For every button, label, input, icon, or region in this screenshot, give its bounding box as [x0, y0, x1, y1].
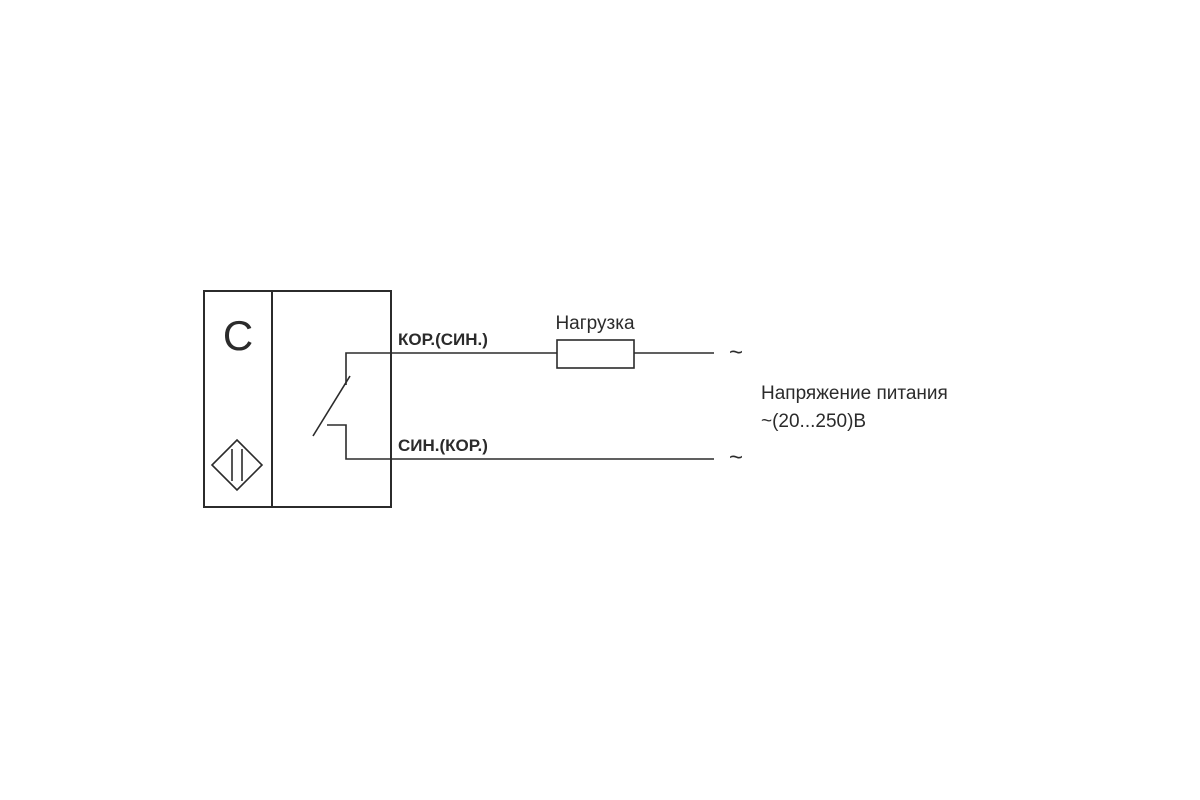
capacitive-sensor-icon	[210, 438, 264, 492]
top-wire-label: КОР.(СИН.)	[398, 330, 488, 349]
supply-terminal-bottom: ~	[729, 444, 743, 471]
bottom-wire-label: СИН.(КОР.)	[398, 436, 488, 455]
supply-voltage-line2: ~(20...250)В	[761, 411, 866, 432]
supply-voltage-line1: Напряжение питания	[761, 383, 948, 404]
supply-terminal-top: ~	[729, 339, 743, 366]
load-label: Нагрузка	[555, 313, 635, 334]
sensor-housing	[203, 290, 392, 508]
load-resistor	[556, 339, 635, 369]
sensor-type-letter: C	[223, 312, 253, 359]
switch-contact-icon	[312, 352, 391, 460]
